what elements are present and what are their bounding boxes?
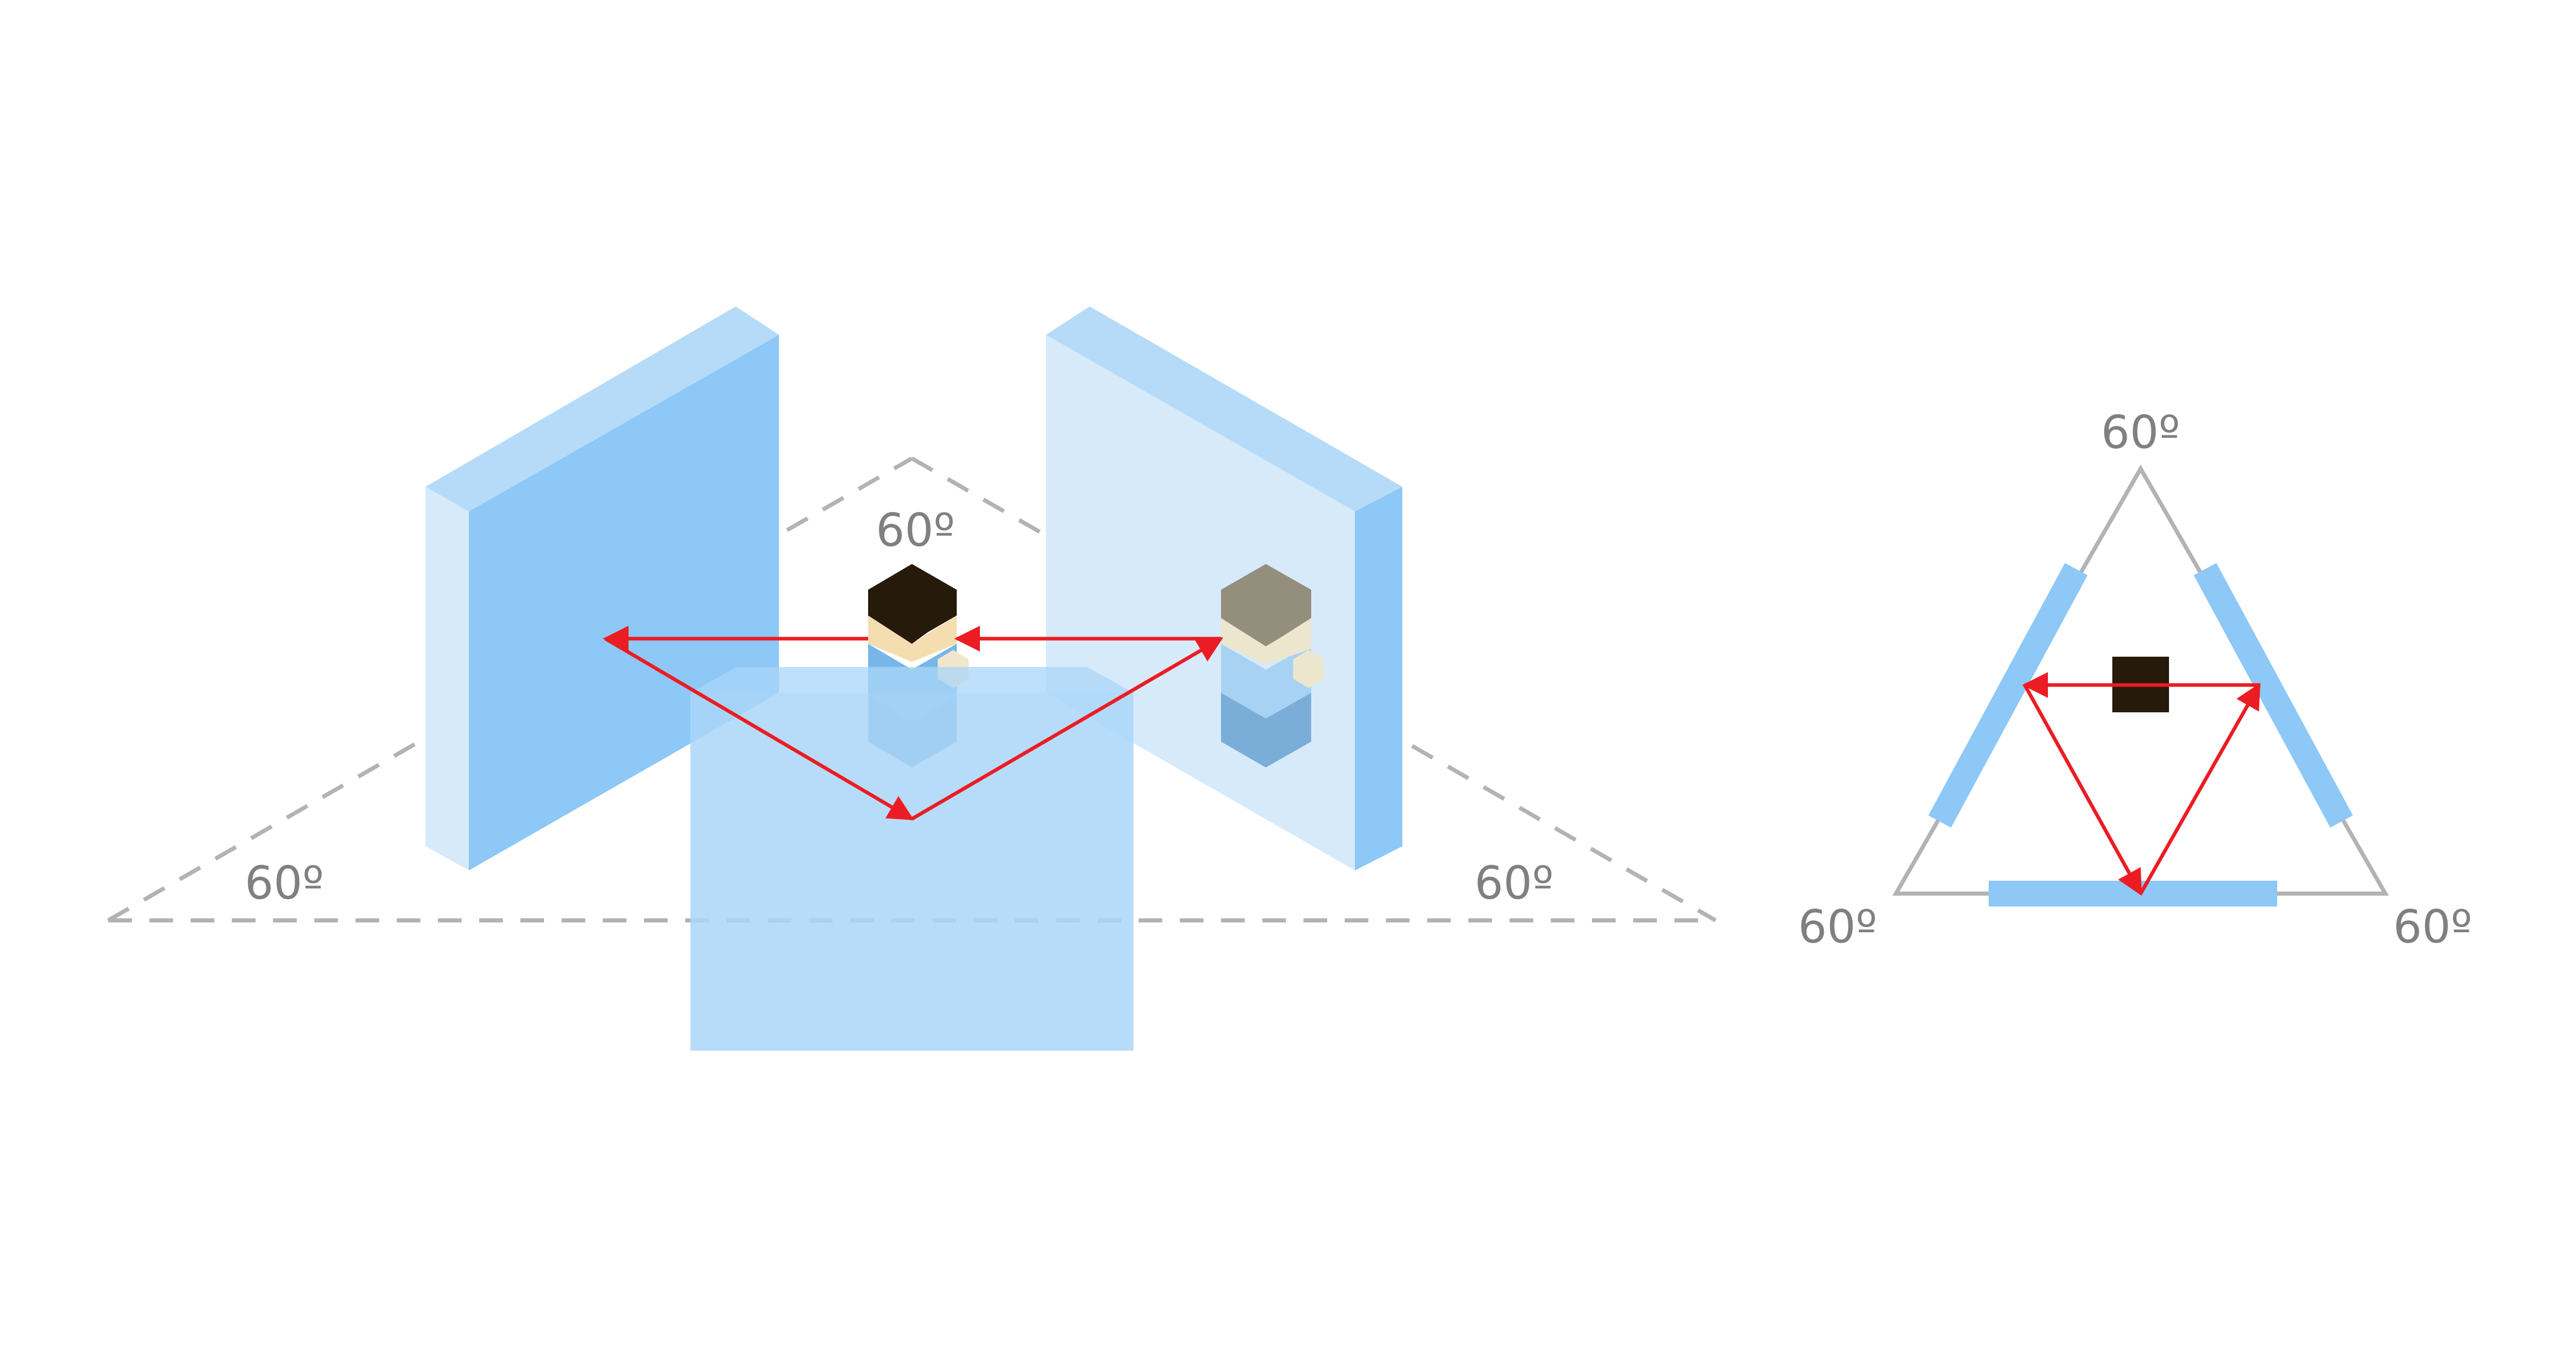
top-view-ray-up xyxy=(2139,682,2261,895)
light-rays xyxy=(603,626,1224,821)
right-mirror-top xyxy=(1046,306,1402,511)
top-view-ray-down xyxy=(2023,684,2143,896)
reflection-body xyxy=(1221,644,1311,718)
perspective-view: 60º 60º 60º xyxy=(107,306,1717,1051)
left-angle-label: 60º xyxy=(245,857,324,910)
reflection-face xyxy=(1221,618,1311,664)
reflection-hair xyxy=(1221,564,1311,646)
reflected-figure xyxy=(1221,564,1324,767)
top-view-right-mirror xyxy=(2194,563,2353,828)
front-mirror-face xyxy=(690,693,1133,1051)
front-mirror-top xyxy=(690,667,1133,693)
reflection-hand xyxy=(1293,650,1324,688)
left-mirror-top xyxy=(426,306,779,511)
top-view-left-mirror xyxy=(1928,563,2088,828)
ray-to-bottom xyxy=(604,637,914,821)
apex-angle-label: 60º xyxy=(876,504,955,557)
right-angle-label: 60º xyxy=(1475,857,1553,910)
top-view: 60º 60º 60º xyxy=(1798,406,2472,953)
top-angle-label: 60º xyxy=(2101,406,2180,459)
front-mirror xyxy=(690,667,1133,1051)
left-mirror-side xyxy=(426,487,469,870)
bottom-right-angle-label: 60º xyxy=(2393,900,2472,953)
bottom-left-angle-label: 60º xyxy=(1798,900,1877,953)
person-hair xyxy=(868,564,957,644)
right-mirror-edge xyxy=(1355,487,1402,870)
reflection-legs xyxy=(1221,693,1311,767)
person-face xyxy=(868,615,957,662)
ray-to-right-mirror xyxy=(911,637,1224,821)
